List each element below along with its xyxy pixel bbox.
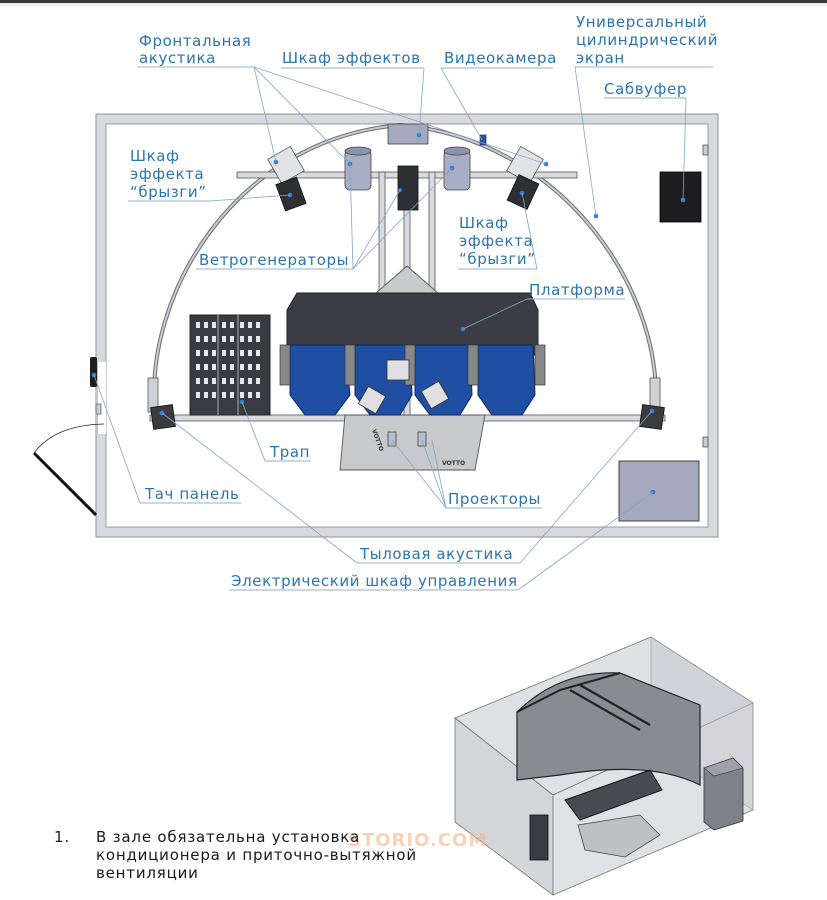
note-number: 1. (54, 828, 70, 846)
subwoofer[interactable] (659, 171, 702, 223)
label-splash-right-line2: эффекта (459, 232, 533, 250)
label-splash-left-line3: “брызги” (130, 183, 207, 201)
motion-platform[interactable]: VOTTO VOTTO (286, 265, 539, 471)
splash-cabinet-right[interactable] (506, 174, 540, 210)
note-line-3: вентиляции (96, 864, 199, 882)
video-camera[interactable] (479, 134, 487, 146)
label-splash-right-line3: “брызги” (459, 250, 536, 268)
rear-speaker-left[interactable] (150, 404, 176, 430)
label-wind-generators: Ветрогенераторы (199, 251, 349, 269)
label-frontal-acoustics-line1: Фронтальная (139, 32, 251, 50)
electrical-control-cabinet[interactable] (618, 460, 700, 522)
window-top-shadow (0, 3, 827, 8)
label-touch-panel: Тач панель (144, 485, 239, 503)
effects-cabinet[interactable] (387, 123, 429, 145)
ladder[interactable] (189, 314, 271, 416)
wind-generator-left[interactable] (344, 146, 372, 191)
label-effects-cabinet: Шкаф эффектов (282, 49, 421, 67)
note-line-1: В зале обязательна установка (96, 828, 361, 846)
label-projectors: Проекторы (448, 490, 541, 508)
wind-generator-right[interactable] (443, 146, 471, 191)
label-universal-screen-line2: цилиндрический (576, 31, 718, 49)
note-line-2: кондиционера и приточно-вытяжной (96, 846, 417, 864)
isometric-3d-view (454, 636, 754, 896)
label-video-camera: Видеокамера (444, 49, 557, 67)
watermark-text: STORIO.COM (348, 830, 487, 851)
label-splash-left-line2: эффекта (130, 165, 204, 183)
seats (279, 344, 546, 416)
projectors[interactable] (357, 359, 450, 447)
rear-speaker-right[interactable] (639, 404, 665, 430)
label-splash-left-line1: Шкаф (130, 147, 180, 165)
frontal-speaker-right[interactable] (506, 145, 549, 185)
touch-panel[interactable] (90, 357, 97, 387)
label-frontal-acoustics-line2: акустика (139, 49, 216, 67)
label-subwoofer: Сабвуфер (604, 80, 687, 98)
label-platform: Платформа (529, 281, 625, 299)
label-universal-screen-line1: Универсальный (576, 13, 707, 31)
label-rear-acoustics: Тыловая акустика (359, 545, 513, 563)
labels: Фронтальная акустика Шкаф эффектов Видео… (130, 13, 718, 590)
seat[interactable] (467, 344, 546, 416)
label-ladder: Трап (269, 443, 310, 461)
label-splash-right-line1: Шкаф (459, 214, 509, 232)
label-electrical-cabinet: Электрический шкаф управления (231, 572, 518, 590)
label-universal-screen-line3: экран (576, 49, 625, 67)
leader-lines (93, 66, 713, 591)
window-top-edge (0, 0, 827, 3)
platform-marking-right: VOTTO (442, 460, 465, 467)
center-effects-unit (397, 165, 419, 211)
